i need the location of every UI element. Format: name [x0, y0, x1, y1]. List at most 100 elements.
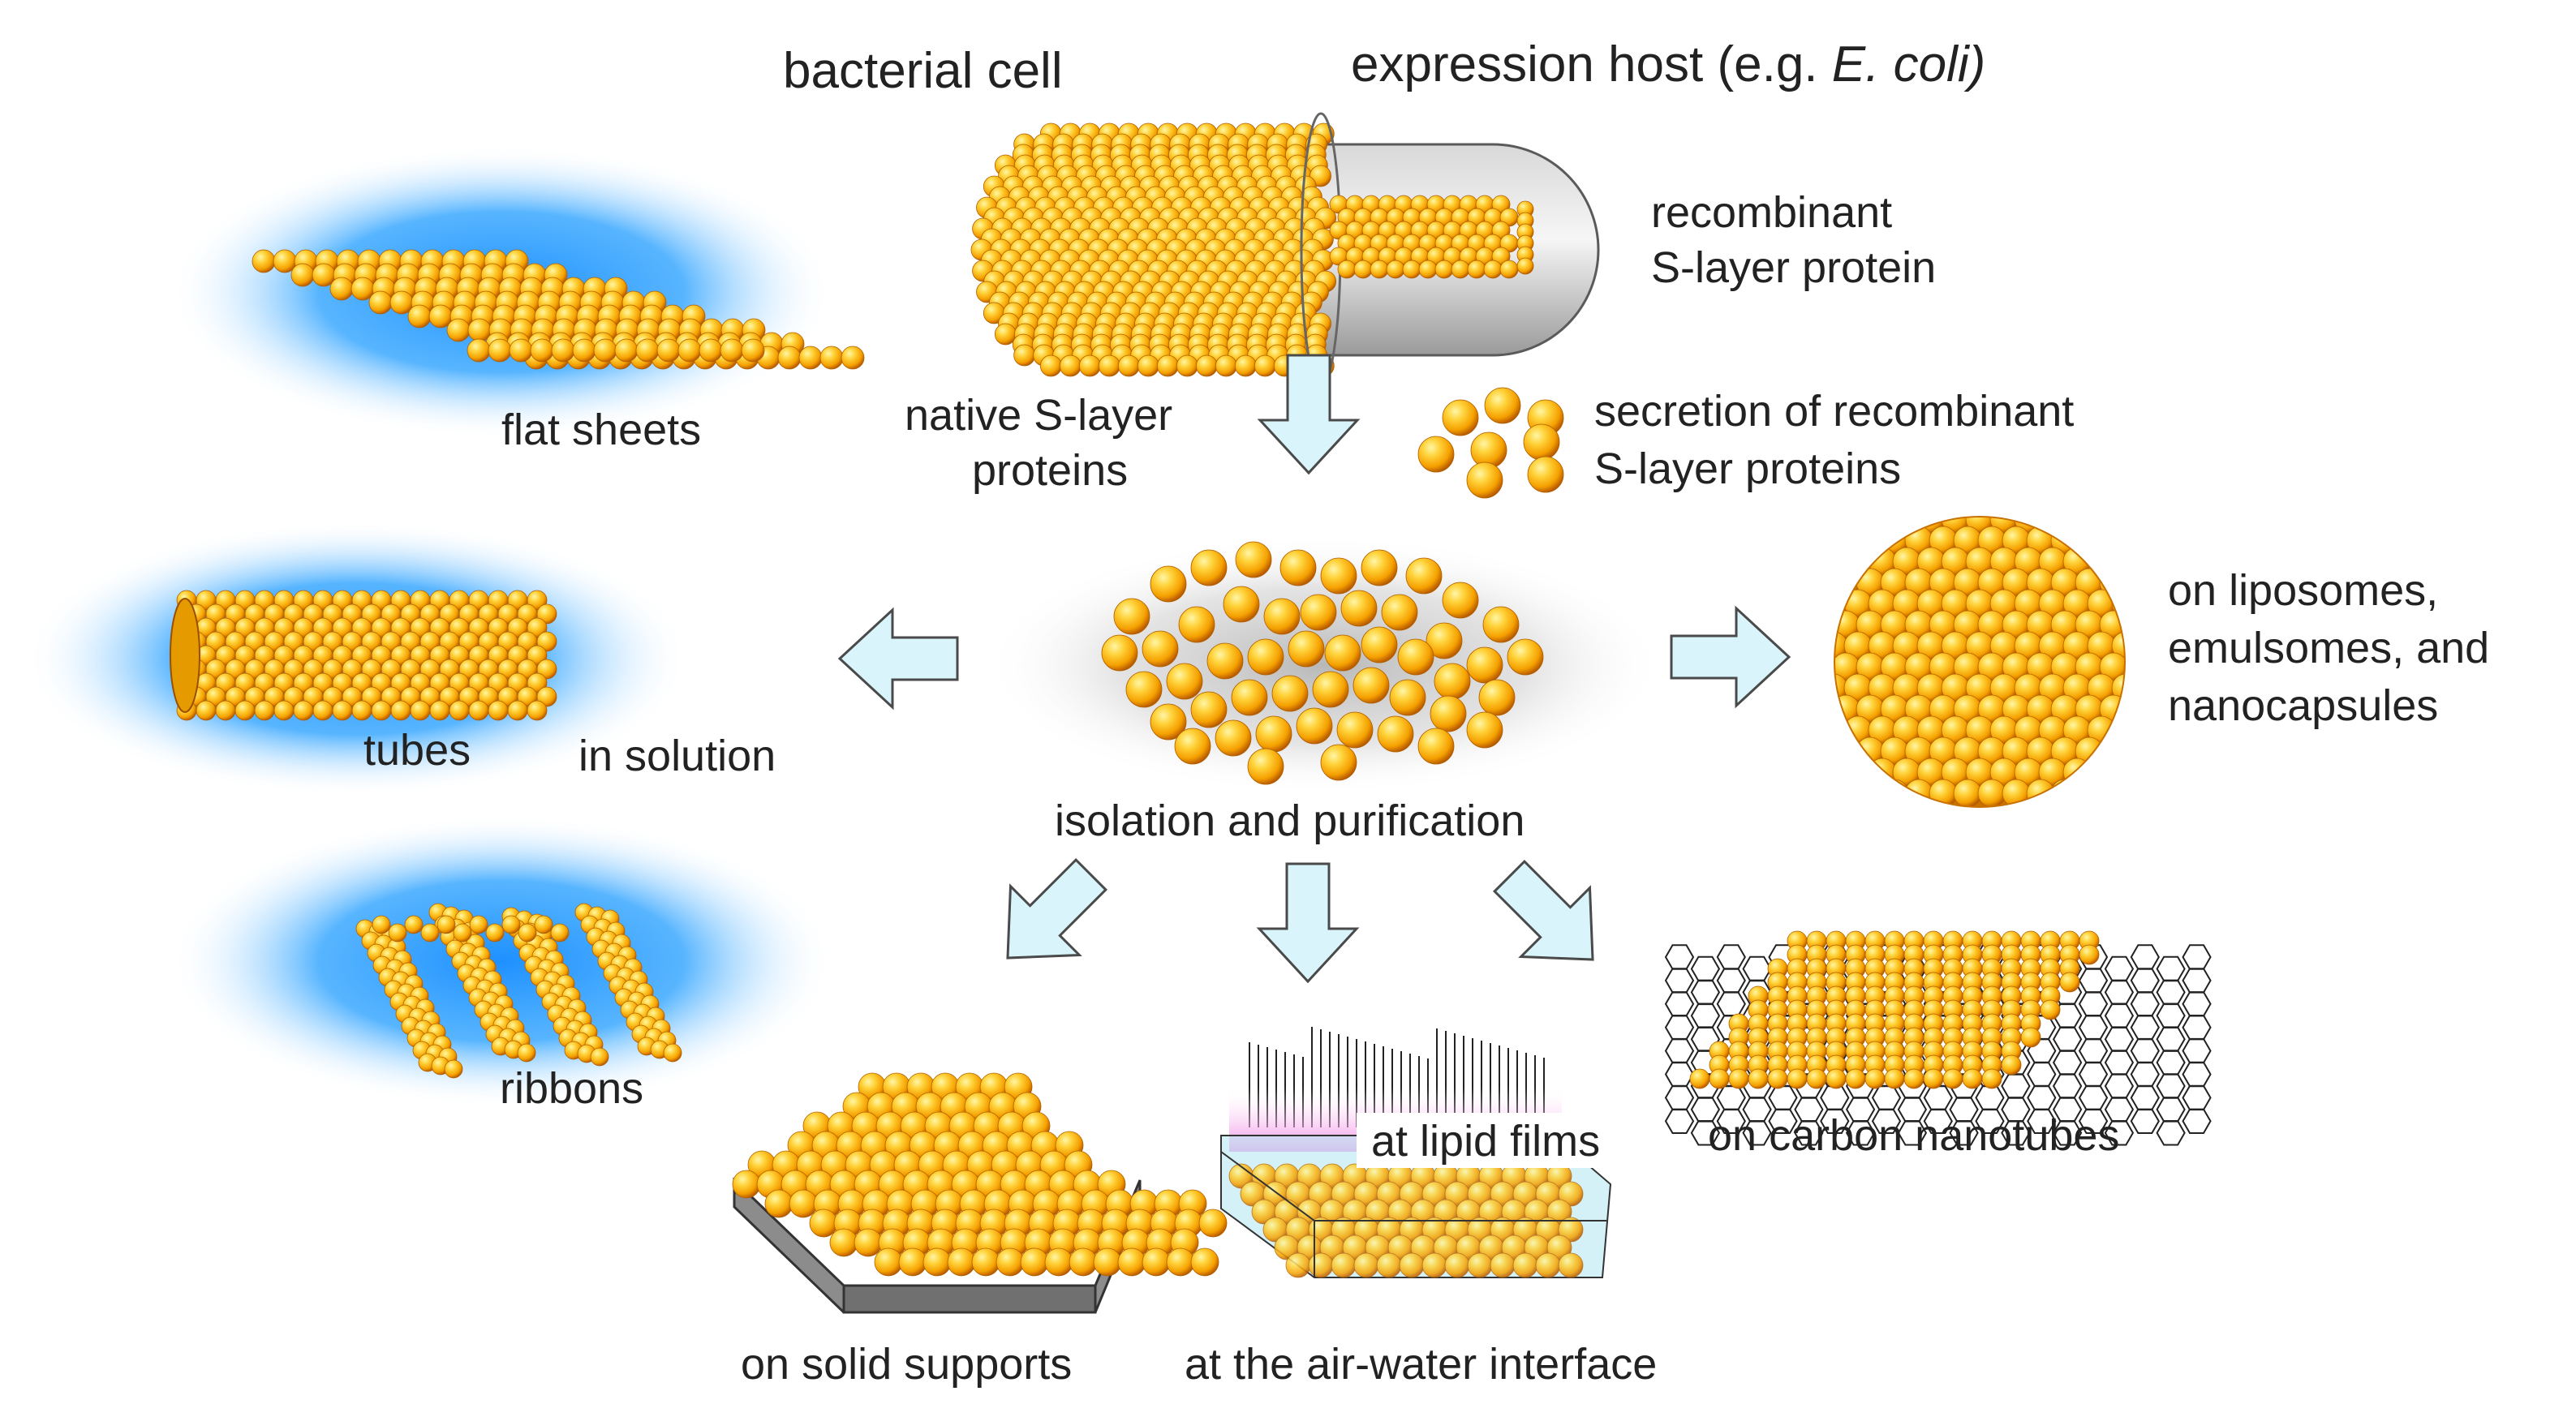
liposome-protein — [2123, 568, 2124, 597]
tube-protein — [527, 645, 548, 666]
recombinant-protein — [1451, 260, 1470, 279]
label-expression-host: expression host (e.g. E. coli) — [1351, 36, 1985, 92]
recombinant-protein — [1418, 260, 1438, 279]
liposome-protein — [1835, 715, 1848, 745]
isolated-protein — [1190, 549, 1228, 586]
liposome-protein — [2050, 779, 2079, 806]
solid-support-protein — [829, 1228, 858, 1257]
recombinant-protein — [1386, 260, 1405, 279]
flat-sheet-protein — [551, 338, 575, 363]
ribbon-protein — [444, 1059, 463, 1079]
ribbon-protein — [485, 923, 505, 942]
liposome-protein — [1868, 517, 1897, 534]
flat-sheet-protein — [741, 338, 765, 363]
ribbon-protein — [534, 915, 553, 934]
isolated-protein — [1361, 549, 1398, 586]
isolated-protein — [1215, 719, 1252, 757]
process-arrows — [837, 354, 1791, 984]
nanotube-protein — [1689, 1068, 1710, 1089]
isolated-protein — [1113, 598, 1150, 635]
air-water-proteins — [1228, 1163, 1584, 1278]
label-bacterial-cell: bacterial cell — [783, 43, 1063, 99]
solid-support-proteins — [732, 1072, 1228, 1277]
isolated-protein — [1442, 582, 1479, 619]
isolated-protein — [1417, 728, 1455, 765]
tube-protein — [371, 700, 392, 721]
arrow-left — [837, 607, 959, 711]
liposome-protein — [2099, 652, 2124, 681]
native-s-layer-protein — [1234, 354, 1257, 377]
solid-support-protein — [1198, 1209, 1228, 1238]
ribbon-protein — [518, 923, 537, 942]
liposome-protein — [2038, 517, 2067, 534]
isolated-protein — [1353, 667, 1390, 704]
liposome-protein — [2099, 779, 2124, 806]
arrow-down-top — [1257, 354, 1361, 475]
flat-sheet-protein — [252, 249, 276, 273]
nanotube-protein — [1981, 1068, 2002, 1089]
nanotube-protein — [1806, 1068, 1827, 1089]
tube-protein — [215, 700, 236, 721]
tube-protein — [332, 700, 353, 721]
native-s-layer-protein — [1215, 354, 1237, 377]
flat-sheet-protein — [841, 346, 865, 370]
ribbon-protein — [388, 923, 407, 942]
ribbon-protein — [590, 1047, 609, 1067]
flat-sheet-protein — [368, 290, 393, 315]
label-in-solution: in solution — [578, 732, 776, 780]
ribbon-protein — [453, 923, 472, 942]
nanotube-protein — [1748, 1068, 1769, 1089]
nanotube-protein — [1826, 1068, 1847, 1089]
isolated-proteins — [1101, 541, 1544, 785]
liposome-protein — [2111, 631, 2124, 660]
tube-protein — [527, 700, 548, 721]
solid-support-protein — [1093, 1247, 1122, 1277]
isolated-protein — [1336, 711, 1374, 749]
solid-support-protein — [1069, 1247, 1098, 1277]
air-water-protein — [1558, 1217, 1584, 1243]
isolated-protein — [1231, 679, 1268, 716]
solid-support-protein — [1142, 1247, 1171, 1277]
isolated-protein — [1320, 744, 1357, 781]
isolated-protein — [1434, 663, 1471, 700]
liposome-protein — [2123, 526, 2124, 555]
flat-sheet-protein — [488, 338, 512, 363]
secreted-protein — [1442, 399, 1479, 436]
isolated-protein — [1482, 606, 1520, 643]
air-water-protein — [1421, 1252, 1447, 1278]
lipid-films-label-bg — [1357, 1113, 1632, 1168]
isolated-protein — [1312, 671, 1349, 708]
nanotube-protein — [1728, 1068, 1749, 1089]
liposome-protein — [1835, 736, 1860, 766]
isolated-protein — [1271, 675, 1309, 712]
liposome-protein — [1835, 526, 1860, 555]
flat-sheet-protein — [509, 338, 533, 363]
nanotube-protein — [2059, 972, 2080, 993]
air-water-protein — [1535, 1252, 1561, 1278]
liposome-protein — [2111, 673, 2124, 702]
solid-support-protein — [809, 1209, 838, 1238]
ribbon-protein — [663, 1043, 682, 1063]
air-water-protein — [1546, 1199, 1572, 1225]
isolated-protein — [1150, 565, 1187, 603]
ribbon-protein — [372, 915, 391, 934]
recombinant-protein-rod — [1329, 195, 1534, 279]
ribbon-protein — [404, 915, 424, 934]
liposome-protein — [2111, 715, 2124, 745]
liposome-protein — [1977, 779, 2006, 806]
flat-sheet-protein — [407, 304, 432, 328]
solid-support-protein — [764, 1189, 793, 1218]
arrow-down-center — [1256, 862, 1360, 984]
liposome-protein — [1843, 517, 1873, 534]
liposome-protein — [2099, 526, 2124, 555]
liposome-protein — [1953, 779, 1982, 806]
ribbon-protein — [469, 915, 488, 934]
flat-sheet-protein — [635, 338, 660, 363]
isolated-protein — [1247, 638, 1284, 676]
tube-protein — [390, 700, 411, 721]
air-water-protein — [1285, 1252, 1311, 1278]
recombinant-protein — [1516, 257, 1534, 275]
tube-protein — [527, 617, 548, 638]
label-native-2: proteins — [972, 446, 1128, 495]
